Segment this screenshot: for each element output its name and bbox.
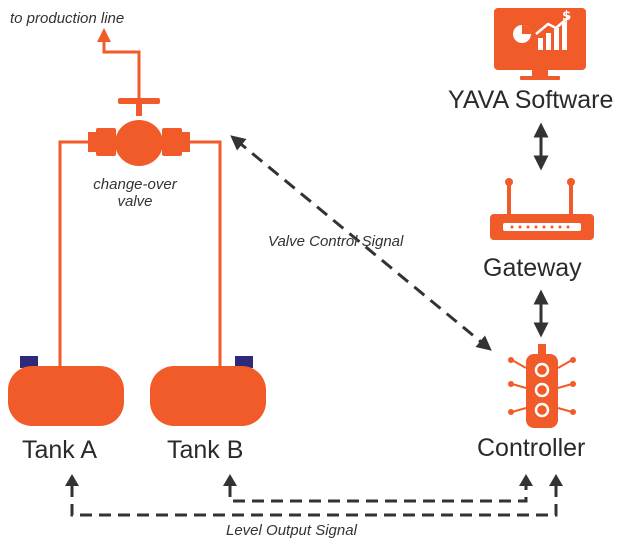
router-icon bbox=[490, 178, 594, 240]
production-line-pipe bbox=[97, 28, 141, 102]
valve-control-signal-arrow bbox=[230, 135, 492, 351]
valve-control-signal-label: Valve Control Signal bbox=[268, 233, 404, 250]
controller-label: Controller bbox=[477, 434, 586, 462]
monitor-chart-icon: $ bbox=[494, 8, 586, 80]
tank-a bbox=[8, 356, 124, 426]
tank-a-label: Tank A bbox=[22, 436, 98, 464]
level-output-signal-label: Level Output Signal bbox=[226, 522, 357, 539]
valve-label-line2: valve bbox=[117, 193, 153, 210]
level-output-arrowheads bbox=[65, 474, 563, 486]
valve-label-line1: change-over bbox=[93, 176, 177, 193]
tank-b-label: Tank B bbox=[167, 436, 244, 464]
traffic-light-icon bbox=[508, 344, 576, 428]
tank-pipes bbox=[58, 140, 222, 372]
level-output-signal-lines bbox=[70, 485, 558, 517]
svg-text:$: $ bbox=[562, 9, 571, 24]
gateway-label: Gateway bbox=[483, 254, 582, 282]
valve-icon bbox=[88, 98, 190, 166]
yava-software-label: YAVA Software bbox=[448, 86, 614, 114]
tank-b bbox=[150, 356, 266, 426]
production-line-label: to production line bbox=[10, 10, 125, 27]
change-over-valve-label: change-over valve bbox=[70, 176, 200, 210]
